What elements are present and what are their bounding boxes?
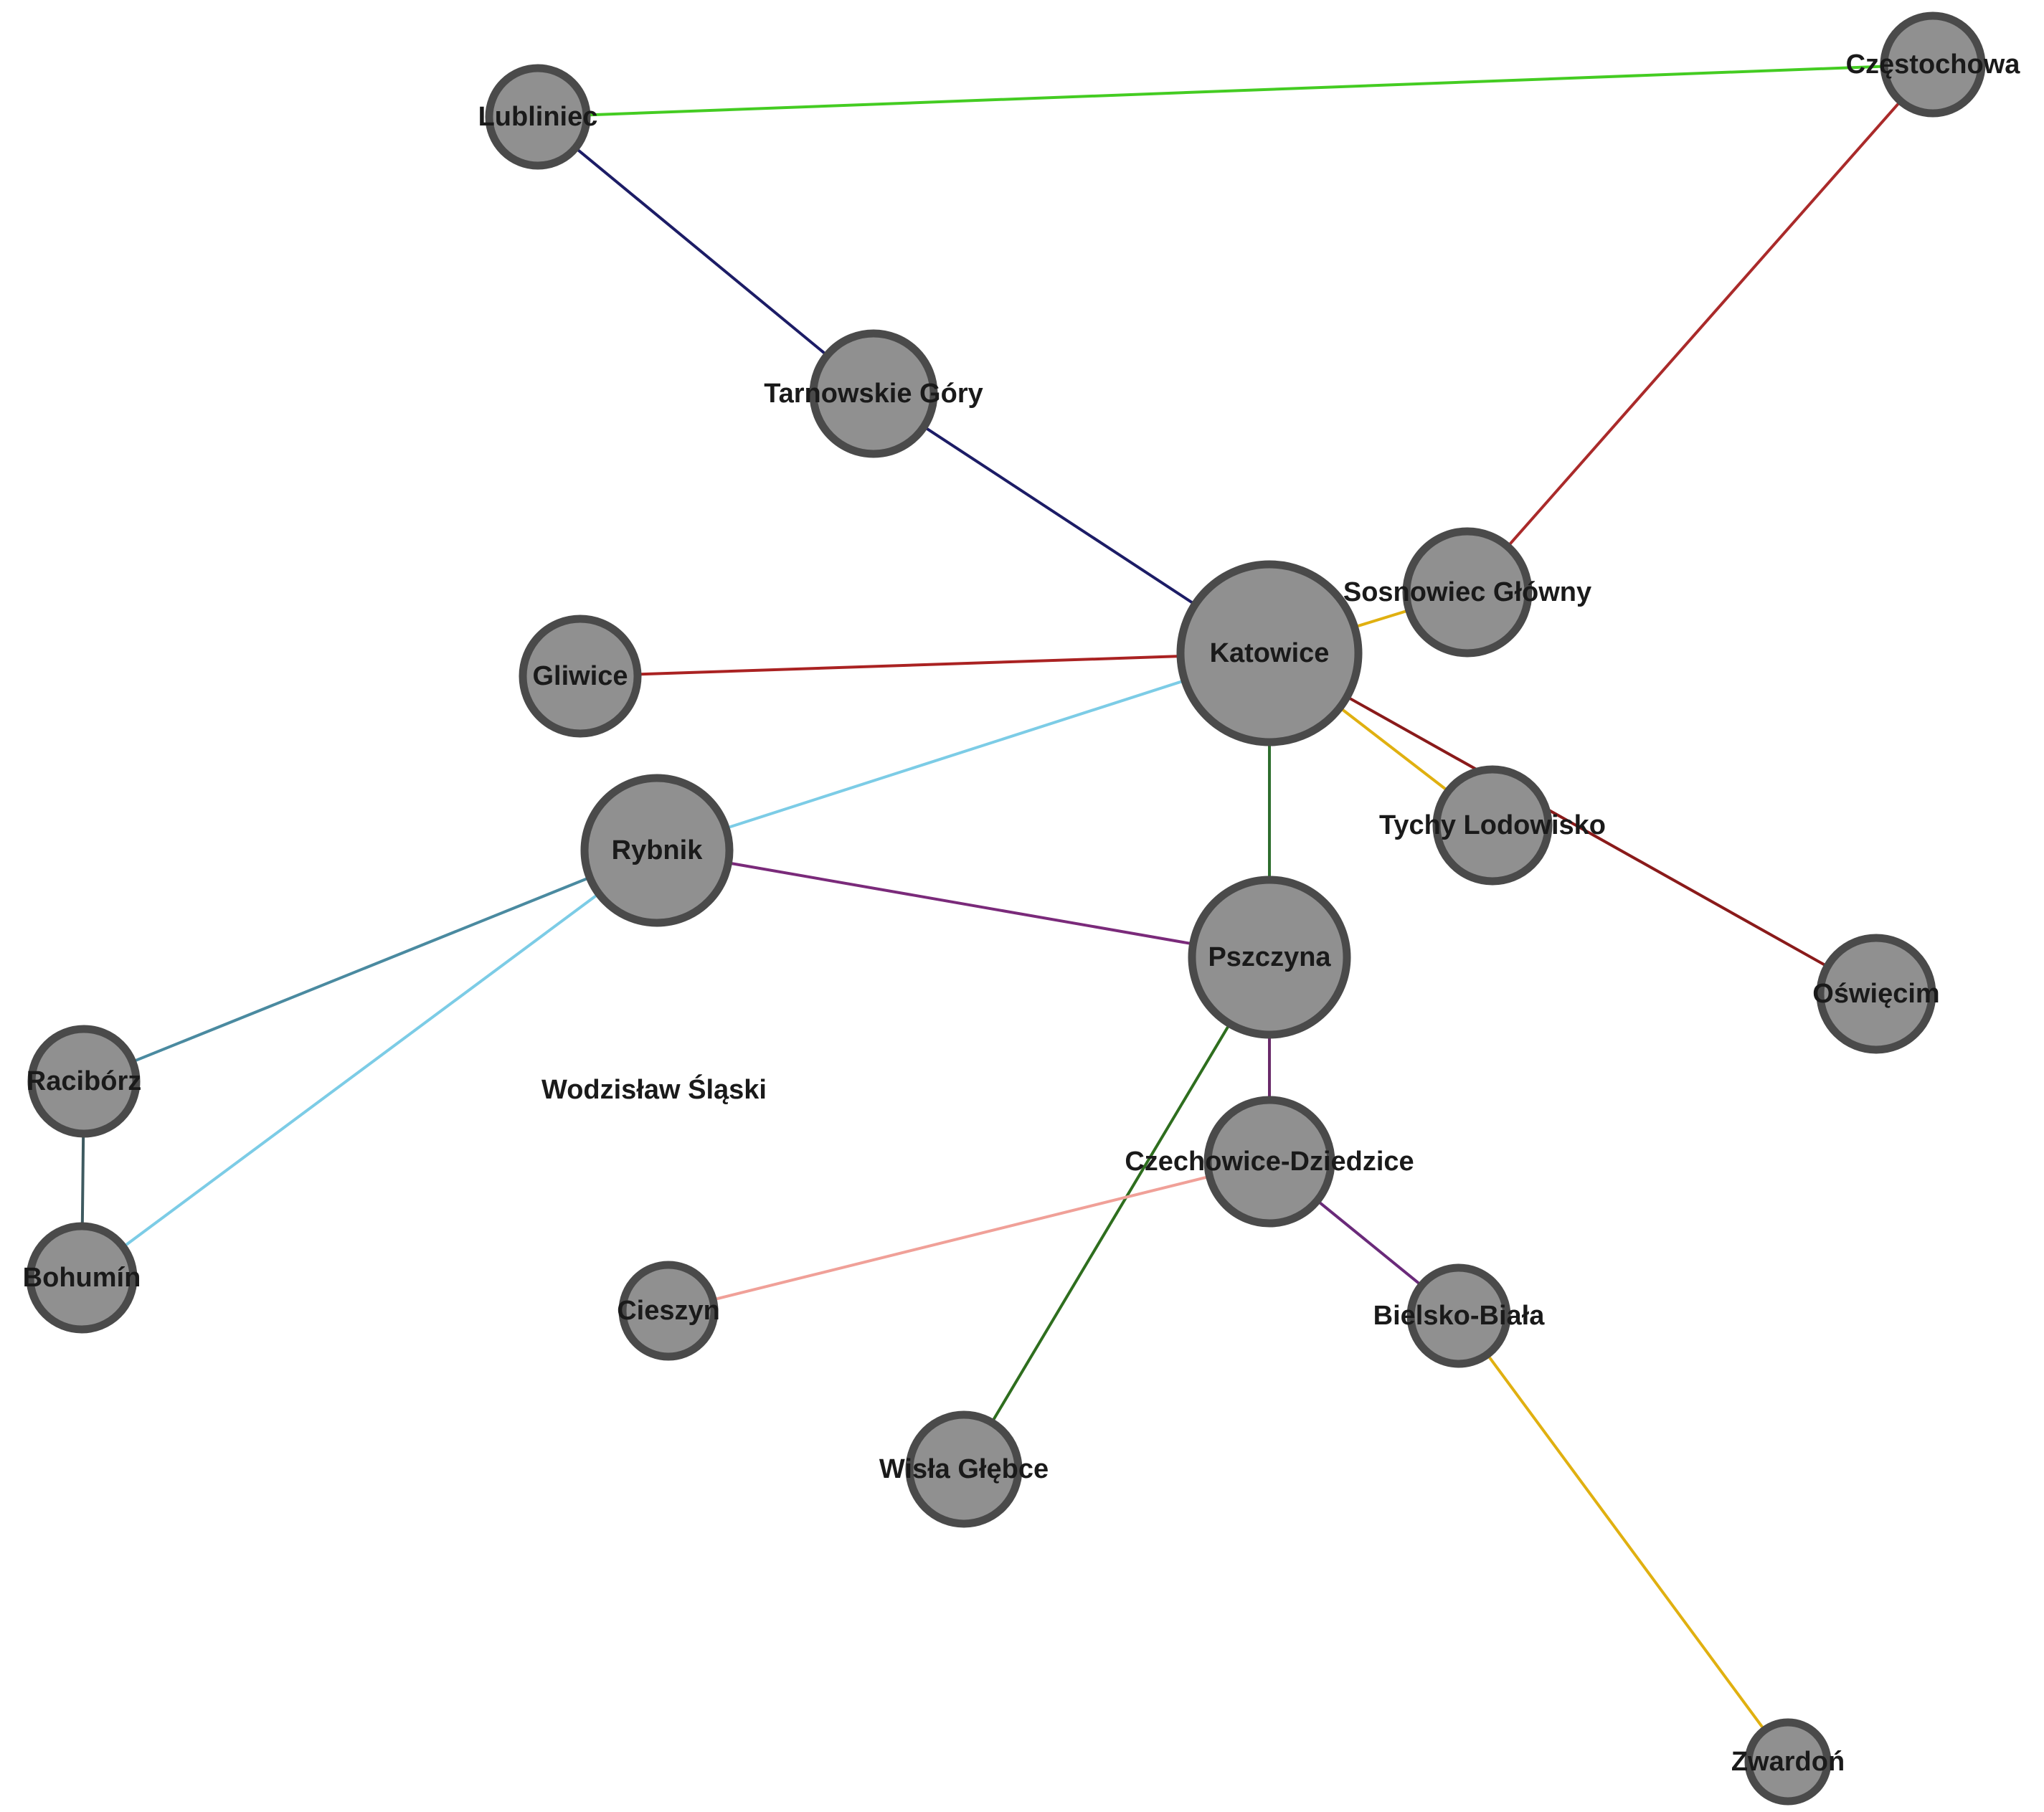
- node-label-raciborz: Racibórz: [27, 1066, 141, 1096]
- node-katowice: [1176, 560, 1363, 746]
- node-label-pszczyna: Pszczyna: [1208, 942, 1331, 972]
- node-label-bohumin: Bohumín: [23, 1263, 141, 1293]
- node-label-oswiecim: Oświęcim: [1812, 979, 1939, 1009]
- edge-rybnik-pszczyna: [656, 849, 1270, 959]
- node-label-katowice: Katowice: [1210, 638, 1330, 668]
- edge-katowice-rybnik: [656, 652, 1270, 852]
- node-tychy: [1432, 765, 1553, 886]
- edge-bielsko-zwardon: [1457, 1314, 1789, 1763]
- node-label-wisla: Wisła Głębce: [879, 1454, 1049, 1484]
- node-label-tychy: Tychy Lodowisko: [1379, 810, 1606, 840]
- node-lubliniec: [485, 64, 591, 170]
- edge-pszczyna-wisla: [962, 956, 1271, 1471]
- node-bohumin: [26, 1222, 138, 1334]
- node-czechowice: [1203, 1096, 1335, 1228]
- node-bielsko: [1406, 1263, 1511, 1368]
- edge-rybnik-raciborz: [83, 849, 658, 1083]
- edge-lubliniec-czestochowa: [537, 63, 1934, 118]
- node-label-tarnowskie_gory: Tarnowskie Góry: [764, 379, 983, 409]
- node-rybnik: [580, 774, 734, 927]
- node-oswiecim: [1816, 934, 1936, 1054]
- edge-katowice-oswiecim: [1269, 652, 1877, 995]
- node-label-lubliniec: Lubliniec: [478, 102, 598, 132]
- node-label-sosnowiec: Sosnowiec Główny: [1343, 577, 1591, 607]
- node-label-zwardon: Zwardoń: [1731, 1747, 1845, 1777]
- node-czestochowa: [1880, 11, 1986, 118]
- node-label-czechowice: Czechowice-Dziedzice: [1125, 1147, 1414, 1177]
- node-cieszyn: [618, 1261, 719, 1361]
- node-label-gliwice: Gliwice: [532, 661, 628, 691]
- node-label-czestochowa: Częstochowa: [1846, 49, 2021, 80]
- node-label-cieszyn: Cieszyn: [617, 1296, 720, 1326]
- edge-lubliniec-tarnowskie_gory: [536, 115, 875, 395]
- node-zwardon: [1744, 1718, 1832, 1806]
- edge-gliwice-katowice: [579, 652, 1270, 678]
- node-gliwice: [519, 615, 642, 738]
- node-pszczyna: [1188, 876, 1351, 1039]
- edge-czestochowa-sosnowiec: [1466, 63, 1934, 594]
- node-tarnowskie_gory: [809, 329, 938, 458]
- edge-rybnik-bohumin: [80, 849, 658, 1279]
- nodes-layer: [26, 11, 1986, 1806]
- edge-czechowice-cieszyn: [668, 1160, 1270, 1312]
- node-sosnowiec: [1402, 527, 1533, 658]
- node-label-rybnik: Rybnik: [612, 835, 704, 865]
- node-label-wodzislaw: Wodzisław Śląski: [541, 1073, 767, 1105]
- node-wisla: [905, 1410, 1023, 1528]
- node-raciborz: [27, 1025, 141, 1138]
- node-label-bielsko: Bielsko-Biała: [1373, 1301, 1546, 1331]
